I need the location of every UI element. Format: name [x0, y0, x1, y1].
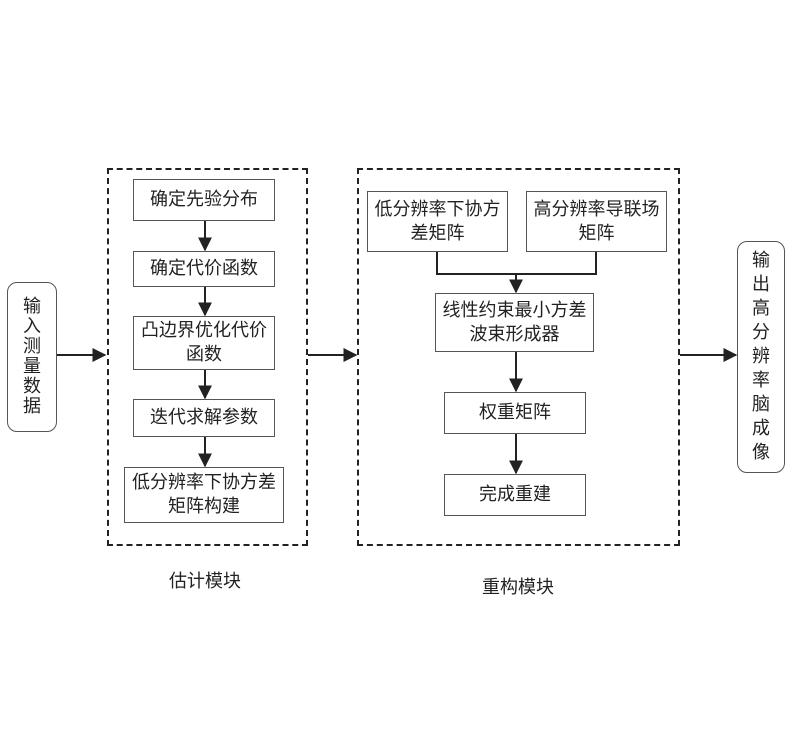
input-label: 输 入 测 量 数 据: [23, 296, 41, 417]
estimation-step-5: 低分辨率下协方差矩阵构建: [124, 467, 284, 523]
reconstruction-input-high-res-leadfield: 高分辨率导联场矩阵: [526, 191, 667, 252]
estimation-step-2: 确定代价函数: [133, 251, 275, 287]
estimation-step-1: 确定先验分布: [133, 179, 275, 221]
output-label: 输 出 高 分 辨 率 脑 成 像: [752, 250, 770, 463]
estimation-module: [107, 168, 308, 546]
reconstruction-module-caption: 重构模块: [482, 577, 554, 598]
input-measurement-data: 输 入 测 量 数 据: [7, 282, 57, 432]
reconstruction-input-low-res-covariance: 低分辨率下协方差矩阵: [367, 191, 508, 252]
reconstruction-step-weight-matrix: 权重矩阵: [444, 392, 586, 434]
estimation-module-caption: 估计模块: [169, 571, 241, 592]
estimation-step-3: 凸边界优化代价函数: [133, 316, 275, 370]
reconstruction-step-done: 完成重建: [444, 474, 586, 516]
reconstruction-module: [357, 168, 680, 546]
output-high-res-brain-image: 输 出 高 分 辨 率 脑 成 像: [737, 241, 785, 473]
estimation-step-4: 迭代求解参数: [133, 399, 275, 437]
reconstruction-step-lcmv-beamformer: 线性约束最小方差波束形成器: [435, 293, 594, 352]
